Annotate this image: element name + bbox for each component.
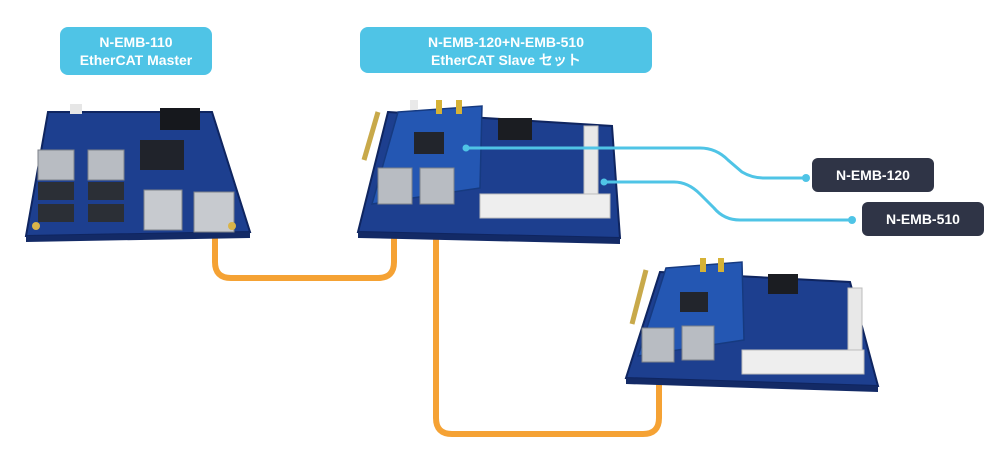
master-rj45-4 <box>193 191 235 233</box>
slave-set-label-model: N-EMB-120+N-EMB-510 <box>428 34 584 50</box>
slave1-rj45-in <box>377 167 413 205</box>
ethernet-cable-master-to-slave1 <box>212 197 397 281</box>
slave-set-2 <box>624 258 880 392</box>
slave-set-label: N-EMB-120+N-EMB-510 EtherCAT Slave セット <box>360 27 652 73</box>
master-board <box>24 104 252 242</box>
callout-lines <box>462 144 856 224</box>
master-rj45-2 <box>87 149 125 181</box>
master-label-model: N-EMB-110 <box>99 34 173 50</box>
tag-n-emb-510: N-EMB-510 <box>862 202 984 236</box>
slave-set-1 <box>356 100 622 244</box>
master-label-role: EtherCAT Master <box>79 52 193 68</box>
master-rj45-1 <box>37 149 75 181</box>
slave1-rj45-out <box>419 167 455 205</box>
slave2-rj45-in <box>641 327 675 363</box>
tag-n-emb-120: N-EMB-120 <box>812 158 934 192</box>
slave-set-label-role: EtherCAT Slave セット <box>431 52 581 68</box>
master-rj45-3 <box>143 189 183 231</box>
ethernet-cable-slave1-to-slave2 <box>433 197 662 437</box>
master-label: N-EMB-110 EtherCAT Master <box>60 27 212 75</box>
slave2-rj45-out <box>681 325 715 361</box>
